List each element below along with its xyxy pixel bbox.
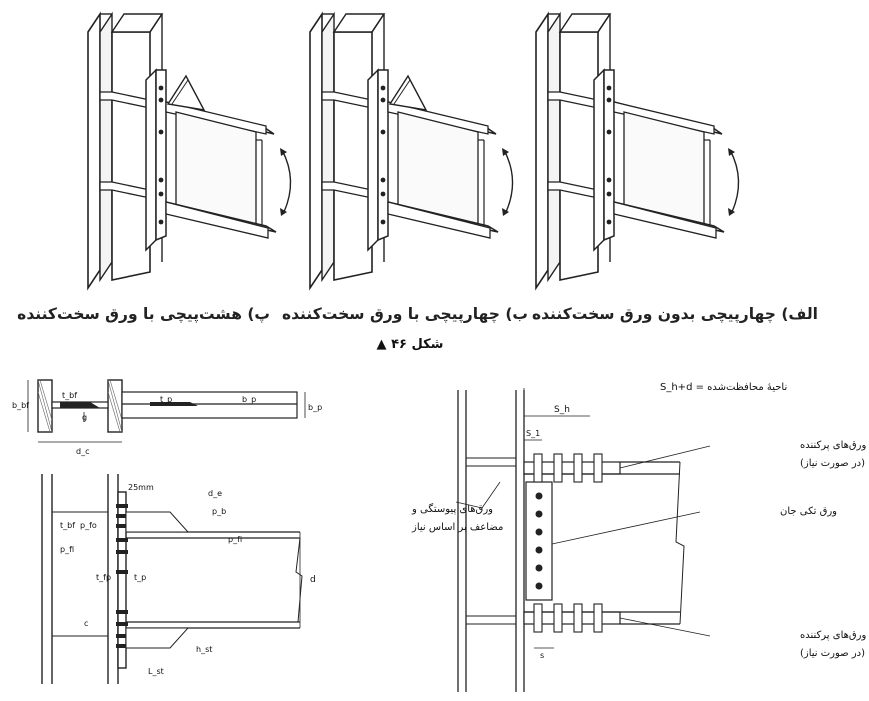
elevation-view bbox=[41, 474, 303, 684]
label-d: d bbox=[310, 575, 316, 585]
label-p-fi: p_fi bbox=[60, 545, 74, 554]
label-b-p-top: b_p bbox=[242, 395, 256, 404]
caption-alef: الف) چهارپیچی بدون ورق سخت‌کننده bbox=[531, 305, 818, 323]
detail-right: S_h S_1 s ناحیهٔ محافظت‌شده = S_h+d ورق‌… bbox=[411, 382, 866, 692]
figure-number: شکل ۴۶ ▲ bbox=[376, 337, 444, 352]
label-25mm: 25mm bbox=[128, 483, 154, 492]
continuity-line2: مضاعف بر اساس نیاز bbox=[411, 522, 503, 533]
label-g: g bbox=[82, 413, 87, 422]
label-p-b: p_b bbox=[212, 507, 226, 516]
label-b-p-side: b_p bbox=[308, 403, 322, 412]
isometric-connections bbox=[87, 13, 740, 289]
label-b-bf: b_bf bbox=[12, 401, 29, 410]
sketch-four-bolt-stiffened bbox=[309, 13, 514, 289]
label-p-fo: p_fo bbox=[80, 521, 97, 530]
column-elevation bbox=[457, 390, 525, 692]
label-s: s bbox=[540, 651, 544, 660]
label-d-c: d_c bbox=[76, 447, 89, 456]
sketch-four-bolt-unstiffened bbox=[535, 13, 740, 289]
label-l-st: L_st bbox=[148, 667, 164, 676]
beam-elevation bbox=[523, 453, 685, 633]
protected-zone-label: ناحیهٔ محافظت‌شده = S_h+d bbox=[660, 382, 787, 393]
detail-left: b_bf t_bf g t_p b_p b_p d_c bbox=[12, 379, 322, 684]
label-h-st: h_st bbox=[196, 645, 212, 654]
caption-be: ب) چهارپیچی با ورق سخت‌کننده bbox=[281, 305, 528, 323]
label-t-p: t_p bbox=[160, 395, 172, 404]
filler-bottom-line2: (در صورت نیاز) bbox=[800, 648, 865, 659]
label-t-bf-elev: t_bf bbox=[60, 521, 75, 530]
label-t-bf: t_bf bbox=[62, 391, 77, 400]
filler-top-line1: ورق‌های پرکننده bbox=[800, 440, 866, 451]
label-c: c bbox=[84, 619, 88, 628]
label-t-p-elev: t_p bbox=[134, 573, 146, 582]
single-web-plate-label: ورق تکی جان bbox=[780, 506, 837, 517]
label-d-e: d_e bbox=[208, 489, 222, 498]
label-s-h: S_h bbox=[554, 405, 570, 415]
caption-pe: پ) هشت‌پیچی با ورق سخت‌کننده bbox=[17, 305, 270, 323]
plan-view bbox=[27, 379, 306, 443]
continuity-line1: ورق‌های پیوستگی و bbox=[411, 503, 493, 515]
label-s1: S_1 bbox=[526, 429, 540, 438]
label-p-fi-right: p_fi bbox=[228, 535, 242, 544]
sketch-eight-bolt bbox=[87, 13, 292, 289]
filler-top-line2: (در صورت نیاز) bbox=[800, 458, 865, 469]
label-t-fp: t_fp bbox=[96, 573, 111, 582]
filler-bottom-line1: ورق‌های پرکننده bbox=[800, 630, 866, 641]
caption-row: الف) چهارپیچی بدون ورق سخت‌کننده ب) چهار… bbox=[17, 305, 818, 331]
